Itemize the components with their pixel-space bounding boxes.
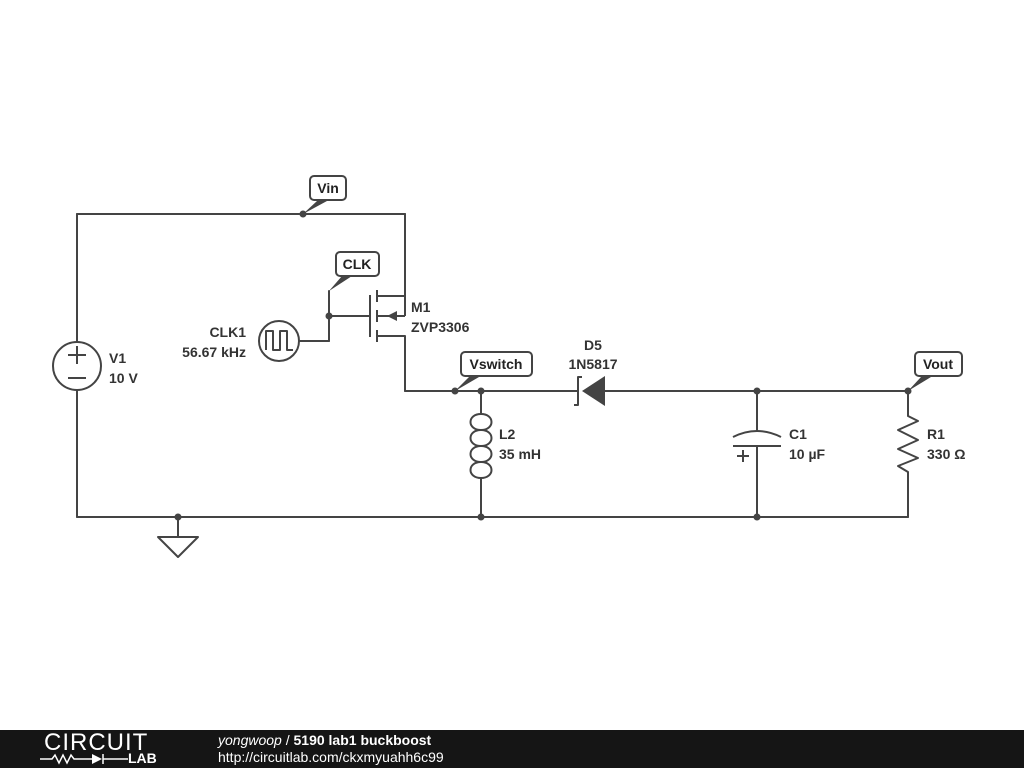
r1-name: R1 [927,426,945,442]
author-link[interactable]: yongwoop [218,732,282,748]
schematic-canvas: V1 10 V CLK1 56.67 kHz M1 ZVP3306 D5 1N5… [52,175,965,558]
junction-l2-top [477,387,485,395]
circuit-title-line: yongwoop / 5190 lab1 buckboost [218,732,444,749]
m1-name: M1 [411,299,431,315]
circuit-meta: yongwoop / 5190 lab1 buckboost http://ci… [218,732,444,766]
m1-value: ZVP3306 [411,319,470,335]
svg-text:Vin: Vin [317,180,339,196]
junction-c1-top [753,387,761,395]
footer-bar: CIRCUIT LAB yongwoop / 5190 lab1 buckboo… [0,730,1024,768]
circuit-title: 5190 lab1 buckboost [293,732,432,748]
junction-gnd [174,513,182,521]
clk1-value: 56.67 kHz [182,344,246,360]
wires [76,213,909,538]
logo-text-circuit: CIRCUIT [44,729,149,756]
c1-name: C1 [789,426,807,442]
v1-name: V1 [109,350,126,366]
resistor-r1[interactable] [897,415,919,473]
svg-text:Vout: Vout [923,356,953,372]
logo-text-lab: LAB [128,750,157,766]
d5-name: D5 [584,337,602,353]
net-label-vin[interactable]: Vin [303,175,347,214]
c1-value: 10 µF [789,446,826,462]
junction-c1-bottom [753,513,761,521]
svg-text:Vswitch: Vswitch [470,356,523,372]
mosfet-m1[interactable] [369,290,406,342]
net-label-clk[interactable]: CLK [329,251,380,291]
net-label-vout[interactable]: Vout [908,351,963,391]
inductor-l2[interactable] [469,413,493,479]
v1-value: 10 V [109,370,138,386]
junction-dots [174,210,912,521]
ground-icon [157,536,199,558]
net-label-vswitch[interactable]: Vswitch [455,351,533,391]
diode-d5[interactable] [574,376,605,406]
junction-clk [325,312,333,320]
l2-value: 35 mH [499,446,541,462]
title-separator: / [281,732,294,748]
clock-source-clk1[interactable] [258,320,300,362]
circuit-url[interactable]: http://circuitlab.com/ckxmyuahh6c99 [218,749,444,765]
capacitor-c1[interactable] [732,430,782,462]
svg-text:CLK: CLK [343,256,372,272]
clk1-name: CLK1 [209,324,246,340]
l2-name: L2 [499,426,516,442]
junction-l2-bottom [477,513,485,521]
d5-value: 1N5817 [568,356,617,372]
voltage-source-v1[interactable] [52,341,102,391]
r1-value: 330 Ω [927,446,965,462]
logo-waveform-icon [40,753,128,765]
circuitlab-logo[interactable]: CIRCUIT LAB [40,730,180,768]
